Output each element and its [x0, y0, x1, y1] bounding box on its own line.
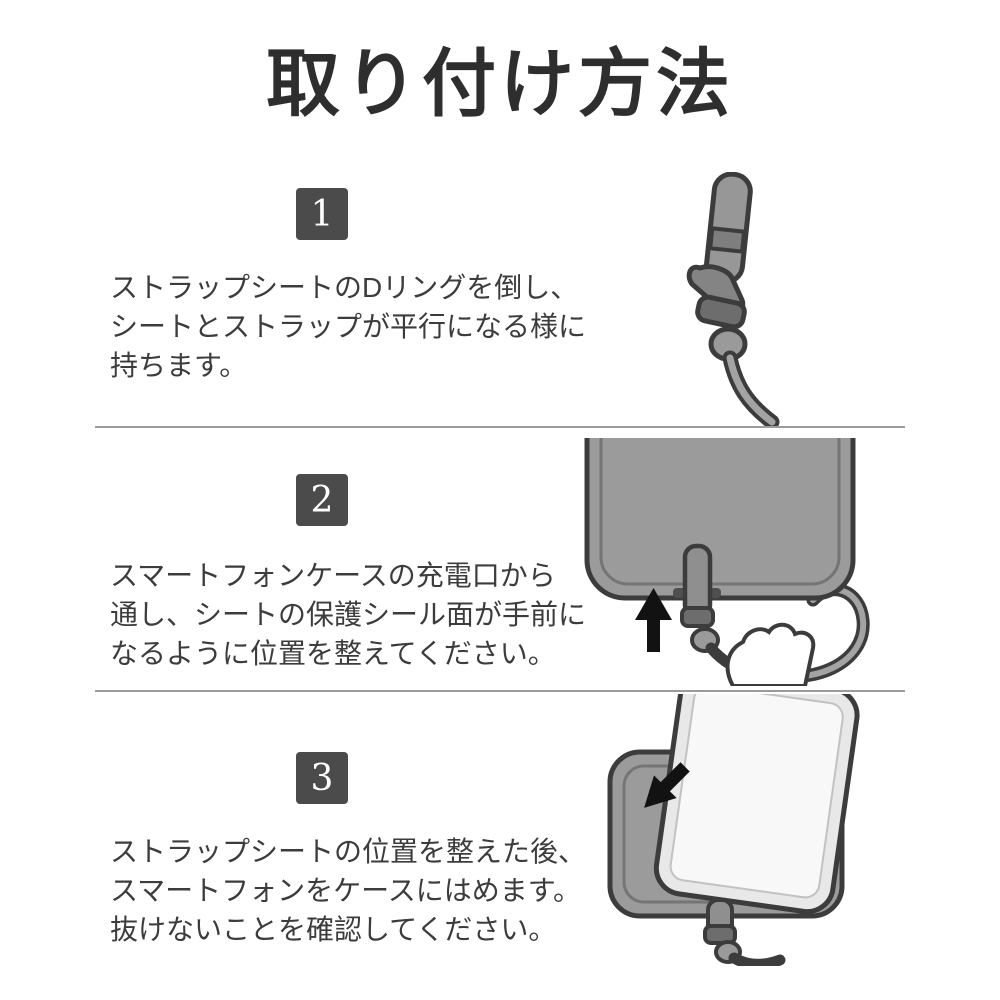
step-1-badge: 1 — [296, 188, 348, 240]
divider — [95, 690, 905, 692]
step-3-line-2: スマートフォンをケースにはめます。 — [110, 875, 581, 906]
step-1-text: ストラップシートのDリングを倒し、 シートとストラップが平行になる様に 持ちます… — [110, 268, 586, 385]
strap-dring-illustration — [640, 172, 800, 427]
step-2-text: スマートフォンケースの充電口から 通し、シートの保護シール面が手前に なるように… — [110, 556, 586, 673]
strap-dring-svg — [686, 172, 780, 427]
step-1-number: 1 — [310, 193, 334, 235]
hand-icon — [725, 622, 816, 686]
step-2-badge: 2 — [296, 474, 348, 526]
phone-case-svg — [607, 694, 860, 966]
phone-case-bottom — [584, 438, 856, 601]
step-2-line-3: なるように位置を整えてください。 — [110, 638, 556, 669]
step-3-line-1: ストラップシートの位置を整えた後、 — [110, 836, 587, 867]
divider — [95, 426, 905, 428]
strap-webbing — [704, 172, 753, 285]
step-1-line-3: 持ちます。 — [110, 350, 248, 381]
strap-cord — [722, 350, 780, 427]
case-charging-port-illustration — [555, 438, 885, 686]
up-arrow-icon — [635, 588, 672, 652]
step-3-badge: 3 — [296, 752, 348, 804]
step-2-line-1: スマートフォンケースの充電口から — [110, 560, 556, 591]
smartphone — [653, 694, 860, 915]
d-ring-folded — [695, 294, 747, 330]
strap-sheet-tab — [703, 898, 786, 966]
case-port-svg — [584, 438, 870, 686]
step-3-text: ストラップシートの位置を整えた後、 スマートフォンをケースにはめます。 抜けない… — [110, 832, 586, 949]
step-3-number: 3 — [310, 757, 334, 799]
insert-arrow-icon — [644, 762, 690, 808]
step-2-number: 2 — [310, 479, 334, 521]
phone-into-case-illustration — [588, 694, 908, 966]
step-1-line-1: ストラップシートのDリングを倒し、 — [110, 272, 579, 303]
step-2-line-2: 通し、シートの保護シール面が手前に — [110, 599, 587, 630]
step-3-line-3: 抜けないことを確認してください。 — [110, 914, 557, 945]
step-1-line-2: シートとストラップが平行になる様に — [110, 311, 587, 342]
page-title: 取り付け方法 — [266, 42, 734, 125]
